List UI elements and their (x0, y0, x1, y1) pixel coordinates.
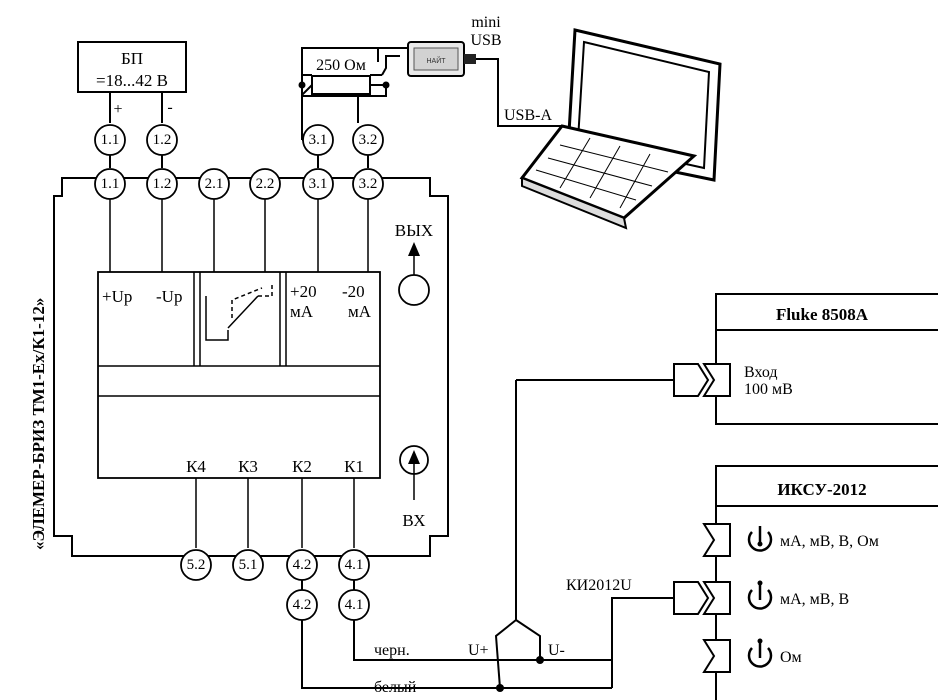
resistor (311, 75, 371, 95)
module-plus-20-unit: мА (290, 302, 314, 321)
resistor-terminal-3-1: 3.1 (302, 124, 334, 156)
usb-adapter: НАЙТ (407, 41, 476, 77)
cable-terminals: 4.2 4.1 (286, 589, 370, 621)
fluke-input-label: Вход (744, 364, 778, 381)
power-up-icon (747, 580, 773, 610)
module-plus-20: +20 (290, 282, 317, 301)
iksu-box (715, 465, 938, 700)
wire-white-label: белый (374, 679, 417, 696)
power-supply-box (77, 41, 187, 93)
device-top-terminals: 1.1 1.2 2.1 2.2 3.1 3.2 (94, 168, 384, 200)
psu-minus-label: - (167, 99, 172, 116)
laptop-icon (519, 28, 722, 230)
svg-text:2.2: 2.2 (256, 176, 275, 192)
svg-text:4.2: 4.2 (293, 557, 312, 573)
relay-contact-symbol (205, 284, 273, 341)
iksu-adapter-label: КИ2012U (566, 577, 632, 594)
svg-text:2.1: 2.1 (205, 176, 224, 192)
svg-text:4.2: 4.2 (293, 597, 312, 613)
iksu-ch1-connector-icon (702, 523, 731, 557)
svg-text:3.2: 3.2 (359, 132, 378, 148)
adapter-brand: НАЙТ (426, 56, 446, 65)
svg-text:5.2: 5.2 (187, 557, 206, 573)
psu-terminal-1-2: 1.2 (146, 124, 178, 156)
u-plus-label: U+ (468, 642, 489, 659)
mini-usb-label-top: mini (471, 14, 501, 31)
iksu-ch3-label: Ом (780, 649, 802, 666)
device-body (53, 177, 449, 557)
fluke-box (715, 293, 938, 425)
channel-k2: К2 (292, 457, 312, 476)
module-frame (97, 271, 381, 479)
u-minus-label: U- (548, 642, 565, 659)
power-supply-title: БП (121, 49, 143, 68)
iksu-ch1-label: мА, мВ, В, Ом (780, 533, 879, 550)
usb-a-label: USB-A (504, 107, 552, 124)
iksu-ch3-connector-icon (702, 639, 731, 673)
wire-black-label: черн. (374, 642, 410, 659)
power-down-icon (747, 526, 773, 552)
iksu-ch2-connector-icon (673, 581, 731, 615)
channel-k3: К3 (238, 457, 258, 476)
svg-text:3.2: 3.2 (359, 176, 378, 192)
iksu-title: ИКСУ-2012 (777, 480, 866, 499)
svg-text:4.1: 4.1 (345, 597, 364, 613)
svg-text:1.1: 1.1 (101, 176, 120, 192)
power-supply-voltage: =18...42 В (96, 71, 168, 90)
out-arrow-icon (398, 242, 430, 306)
resistor-terminal-3-2: 3.2 (352, 124, 384, 156)
svg-text:1.2: 1.2 (153, 176, 172, 192)
device-name: «ЭЛЕМЕР-БРИЗ ТМ1-Ex/К1-12» (29, 298, 48, 550)
channel-k4: К4 (186, 457, 206, 476)
module-minus-20: -20 (342, 282, 365, 301)
svg-text:3.1: 3.1 (309, 132, 328, 148)
fluke-input-range: 100 мВ (744, 381, 793, 398)
power-up-icon (747, 638, 773, 668)
channel-k1: К1 (344, 457, 364, 476)
device-bottom-terminals: 5.2 5.1 4.2 4.1 (180, 549, 370, 581)
svg-text:3.1: 3.1 (309, 176, 328, 192)
iksu-ch2-label: мА, мВ, В (780, 591, 849, 608)
psu-terminal-1-1: 1.1 (94, 124, 126, 156)
in-arrow-icon (399, 445, 429, 500)
svg-text:1.1: 1.1 (101, 132, 120, 148)
svg-text:5.1: 5.1 (239, 557, 258, 573)
module-minus-20-unit: мА (348, 302, 372, 321)
fluke-title: Fluke 8508A (776, 305, 869, 324)
resistor-value: 250 Ом (316, 57, 366, 74)
fluke-input-connector-icon (673, 363, 731, 397)
module-minus-up: -Up (156, 287, 182, 306)
module-plus-up: +Up (102, 287, 132, 306)
mini-usb-label-bottom: USB (470, 32, 501, 49)
out-label: ВЫХ (395, 221, 433, 240)
svg-text:1.2: 1.2 (153, 132, 172, 148)
psu-plus-label: + (113, 101, 122, 118)
in-label: ВХ (402, 511, 425, 530)
svg-text:4.1: 4.1 (345, 557, 364, 573)
